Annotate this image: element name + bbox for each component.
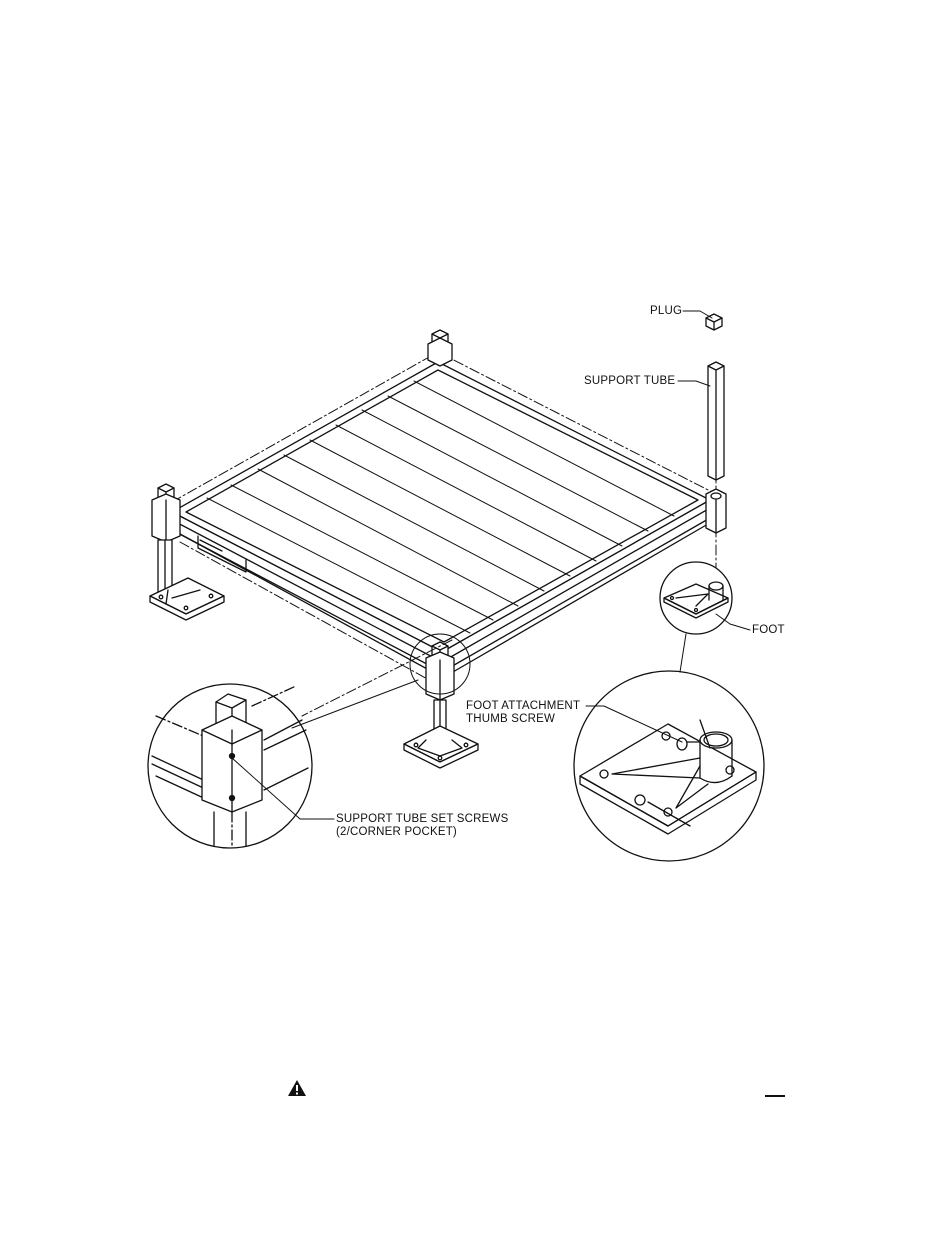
foot-label: FOOT (752, 624, 785, 637)
foot-detail-large (574, 671, 764, 861)
set-screws-label-line2: (2/CORNER POCKET) (336, 826, 508, 839)
thumb-screw-label-line2: THUMB SCREW (466, 713, 580, 726)
plug-label: PLUG (650, 305, 682, 318)
page-rule (765, 1095, 785, 1097)
set-screws-label: SUPPORT TUBE SET SCREWS (2/CORNER POCKET… (336, 813, 508, 839)
foot-detail-small (660, 562, 732, 634)
warning-triangle-icon (287, 1079, 307, 1097)
set-screws-label-line1: SUPPORT TUBE SET SCREWS (336, 813, 508, 826)
corner-post-right (706, 489, 726, 533)
deck-platform (172, 362, 710, 676)
pocket-detail-circle (148, 684, 312, 848)
support-tube-label: SUPPORT TUBE (584, 375, 675, 388)
thumb-screw-label-line1: FOOT ATTACHMENT (466, 700, 580, 713)
thumb-screw-label: FOOT ATTACHMENT THUMB SCREW (466, 700, 580, 726)
support-tube-part (708, 362, 724, 480)
corner-post-back (428, 330, 452, 366)
